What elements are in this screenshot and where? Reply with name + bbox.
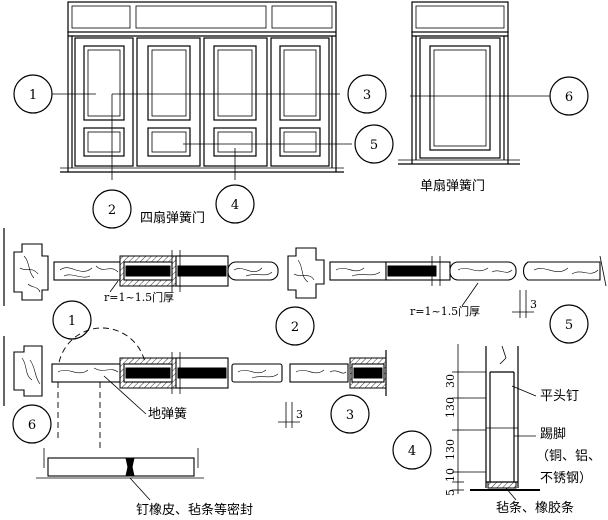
svg-text:1: 1 [68,314,76,329]
callout-3: 3 [347,74,387,114]
gap-dim-1: 3 [530,298,537,311]
svg-text:5: 5 [565,318,573,333]
callout-5: 5 [354,124,394,164]
svg-text:4: 4 [231,198,239,213]
kick-plate-detail: 30 130 130 10 5 平头钉 踢脚 （铜、铝、 不锈钢） 毡条、橡胶条 [444,344,601,516]
section-marker-6: 6 [12,404,52,444]
section-row-1: r=1~1.5门厚 r=1~1.5门厚 3 [3,228,607,318]
svg-text:2: 2 [108,203,116,218]
felt-strip-label: 毡条、橡胶条 [496,500,574,516]
kick-dim-30: 30 [444,374,457,388]
callout-6: 6 [549,76,589,116]
svg-text:4: 4 [408,444,416,459]
flat-nail-label: 平头钉 [540,389,579,404]
section-marker-3: 3 [330,394,370,434]
kick-plate-material-1: （铜、铝、 [536,449,601,464]
kick-dim-130-upper: 130 [444,397,457,418]
floor-spring-label: 地弹簧 [148,406,187,422]
single-leaf-door-title: 单扇弹簧门 [420,178,485,194]
seal-detail: 钉橡皮、毡条等密封 [36,448,253,518]
radius-note-2: r=1~1.5门厚 [410,304,480,318]
radius-note-1: r=1~1.5门厚 [104,290,174,304]
callout-1: 1 [13,74,53,114]
svg-text:5: 5 [370,138,378,153]
section-row-2: 地弹簧 3 [3,327,387,450]
single-leaf-door-elevation [398,1,550,165]
kick-dim-130-lower: 130 [444,439,457,460]
section-marker-2: 2 [275,306,315,346]
kick-dim-10: 10 [444,468,457,482]
svg-text:3: 3 [346,408,354,423]
four-leaf-door-title: 四扇弹簧门 [140,210,205,226]
seal-note: 钉橡皮、毡条等密封 [136,502,253,518]
section-marker-5: 5 [549,304,589,344]
gap-dim-2: 3 [296,408,303,421]
kick-plate-material-2: 不锈钢） [540,471,592,486]
svg-text:3: 3 [363,88,371,103]
section-marker-4: 4 [392,430,432,470]
kick-dim-5: 5 [444,489,457,496]
svg-text:1: 1 [29,88,37,103]
callout-4: 4 [215,184,255,224]
svg-text:6: 6 [565,90,573,105]
kick-plate-label: 踢脚 [540,426,566,442]
four-leaf-door-elevation [52,1,352,180]
svg-text:2: 2 [291,320,299,335]
section-marker-1: 1 [52,300,92,340]
svg-text:6: 6 [28,418,36,433]
callout-2: 2 [92,189,132,229]
